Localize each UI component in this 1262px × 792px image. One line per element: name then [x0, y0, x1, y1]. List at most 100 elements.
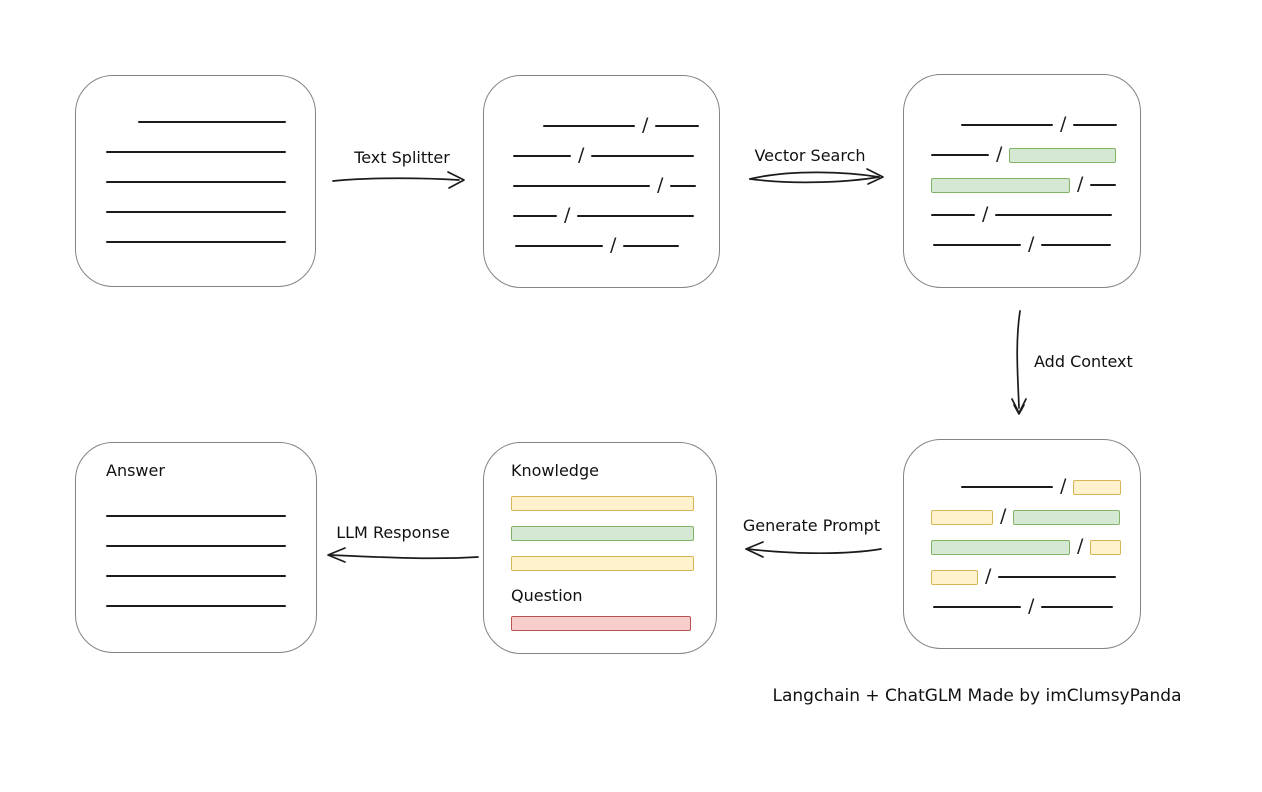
text-line	[1041, 606, 1114, 608]
box-row: /	[931, 170, 1140, 200]
text-line	[623, 245, 680, 247]
text-line	[931, 154, 989, 156]
highlight-bar-yellow	[931, 569, 978, 585]
highlight-bar-green	[511, 525, 694, 541]
generate-prompt-arrow	[745, 541, 882, 558]
highlight-bar-green	[1013, 509, 1121, 525]
question-title: Question	[511, 586, 583, 605]
document-box	[75, 75, 316, 287]
box-row: /	[513, 171, 719, 201]
text-line	[670, 185, 697, 187]
prompt-box: Knowledge Question	[483, 442, 717, 654]
highlight-bar-yellow	[511, 555, 694, 571]
text-line	[543, 125, 635, 127]
add-context-arrow	[1011, 310, 1027, 415]
box-row	[106, 501, 316, 531]
box-row	[106, 197, 315, 227]
answer-title: Answer	[106, 461, 165, 480]
text-line	[106, 211, 286, 213]
knowledge-title: Knowledge	[511, 461, 599, 480]
chunk-rows: / / / / /	[513, 111, 719, 261]
chunk-separator-slash: /	[578, 143, 585, 166]
box-row	[106, 227, 315, 257]
chunk-separator-slash: /	[982, 202, 989, 225]
chunk-separator-slash: /	[1060, 474, 1067, 497]
text-line	[591, 155, 695, 157]
box-row: /	[933, 230, 1140, 260]
context-rows: / / / / /	[931, 472, 1140, 622]
text-line	[106, 241, 286, 243]
box-row	[106, 167, 315, 197]
text-line	[106, 181, 286, 183]
text-line	[515, 245, 603, 247]
text-line	[961, 486, 1053, 488]
box-row	[511, 488, 716, 518]
box-row	[106, 531, 316, 561]
highlight-bar-green	[931, 539, 1070, 555]
text-line	[1090, 184, 1117, 186]
text-line	[1073, 124, 1118, 126]
text-line	[138, 121, 286, 123]
chunk-separator-slash: /	[657, 173, 664, 196]
box-row: /	[515, 231, 719, 261]
box-row	[511, 548, 716, 578]
chunk-separator-slash: /	[1060, 112, 1067, 135]
highlight-bar-yellow	[1073, 479, 1122, 495]
text-line	[933, 244, 1021, 246]
text-line	[513, 215, 557, 217]
text-splitter-label: Text Splitter	[354, 148, 450, 167]
answer-lines	[106, 501, 316, 621]
box-row: /	[513, 141, 719, 171]
box-row	[106, 561, 316, 591]
text-line	[931, 214, 975, 216]
box-row	[106, 137, 315, 167]
chunk-separator-slash: /	[1077, 172, 1084, 195]
text-chunks-box: / / / / /	[483, 75, 720, 288]
text-line	[995, 214, 1113, 216]
answer-box: Answer	[75, 442, 317, 653]
highlight-bar-yellow	[1090, 539, 1122, 555]
text-line	[106, 151, 286, 153]
highlight-bar-yellow	[931, 509, 993, 525]
text-line	[106, 515, 286, 517]
chunk-separator-slash: /	[1077, 534, 1084, 557]
text-line	[577, 215, 695, 217]
text-line	[933, 606, 1021, 608]
text-line	[106, 605, 286, 607]
box-row: /	[931, 140, 1140, 170]
chunk-separator-slash: /	[996, 142, 1003, 165]
text-line	[513, 185, 650, 187]
llm-response-label: LLM Response	[336, 523, 450, 542]
chunk-separator-slash: /	[610, 233, 617, 256]
box-row: /	[933, 592, 1140, 622]
box-row	[511, 518, 716, 548]
box-row: /	[931, 562, 1140, 592]
vector-search-arrow	[749, 168, 884, 185]
highlight-bar-green	[931, 177, 1070, 193]
highlight-bar-green	[1009, 147, 1117, 163]
diagram-caption: Langchain + ChatGLM Made by imClumsyPand…	[772, 686, 1182, 706]
box-row	[106, 591, 316, 621]
chunk-separator-slash: /	[1000, 504, 1007, 527]
box-row: /	[513, 201, 719, 231]
generate-prompt-label: Generate Prompt	[742, 516, 881, 535]
chunk-separator-slash: /	[642, 113, 649, 136]
highlight-bar-yellow	[511, 495, 694, 511]
text-line	[961, 124, 1053, 126]
vector-search-result-box: / / / / /	[903, 74, 1141, 288]
text-line	[513, 155, 571, 157]
box-row: /	[961, 110, 1140, 140]
add-context-label: Add Context	[1034, 352, 1133, 371]
box-row: /	[931, 200, 1140, 230]
search-result-rows: / / / / /	[931, 110, 1140, 260]
box-row: /	[961, 472, 1140, 502]
text-line	[1041, 244, 1112, 246]
question-bars	[511, 608, 716, 638]
llm-response-arrow	[327, 547, 479, 563]
text-line	[106, 575, 286, 577]
chunk-separator-slash: /	[564, 203, 571, 226]
chunk-separator-slash: /	[985, 564, 992, 587]
box-row	[511, 608, 716, 638]
knowledge-bars	[511, 488, 716, 578]
